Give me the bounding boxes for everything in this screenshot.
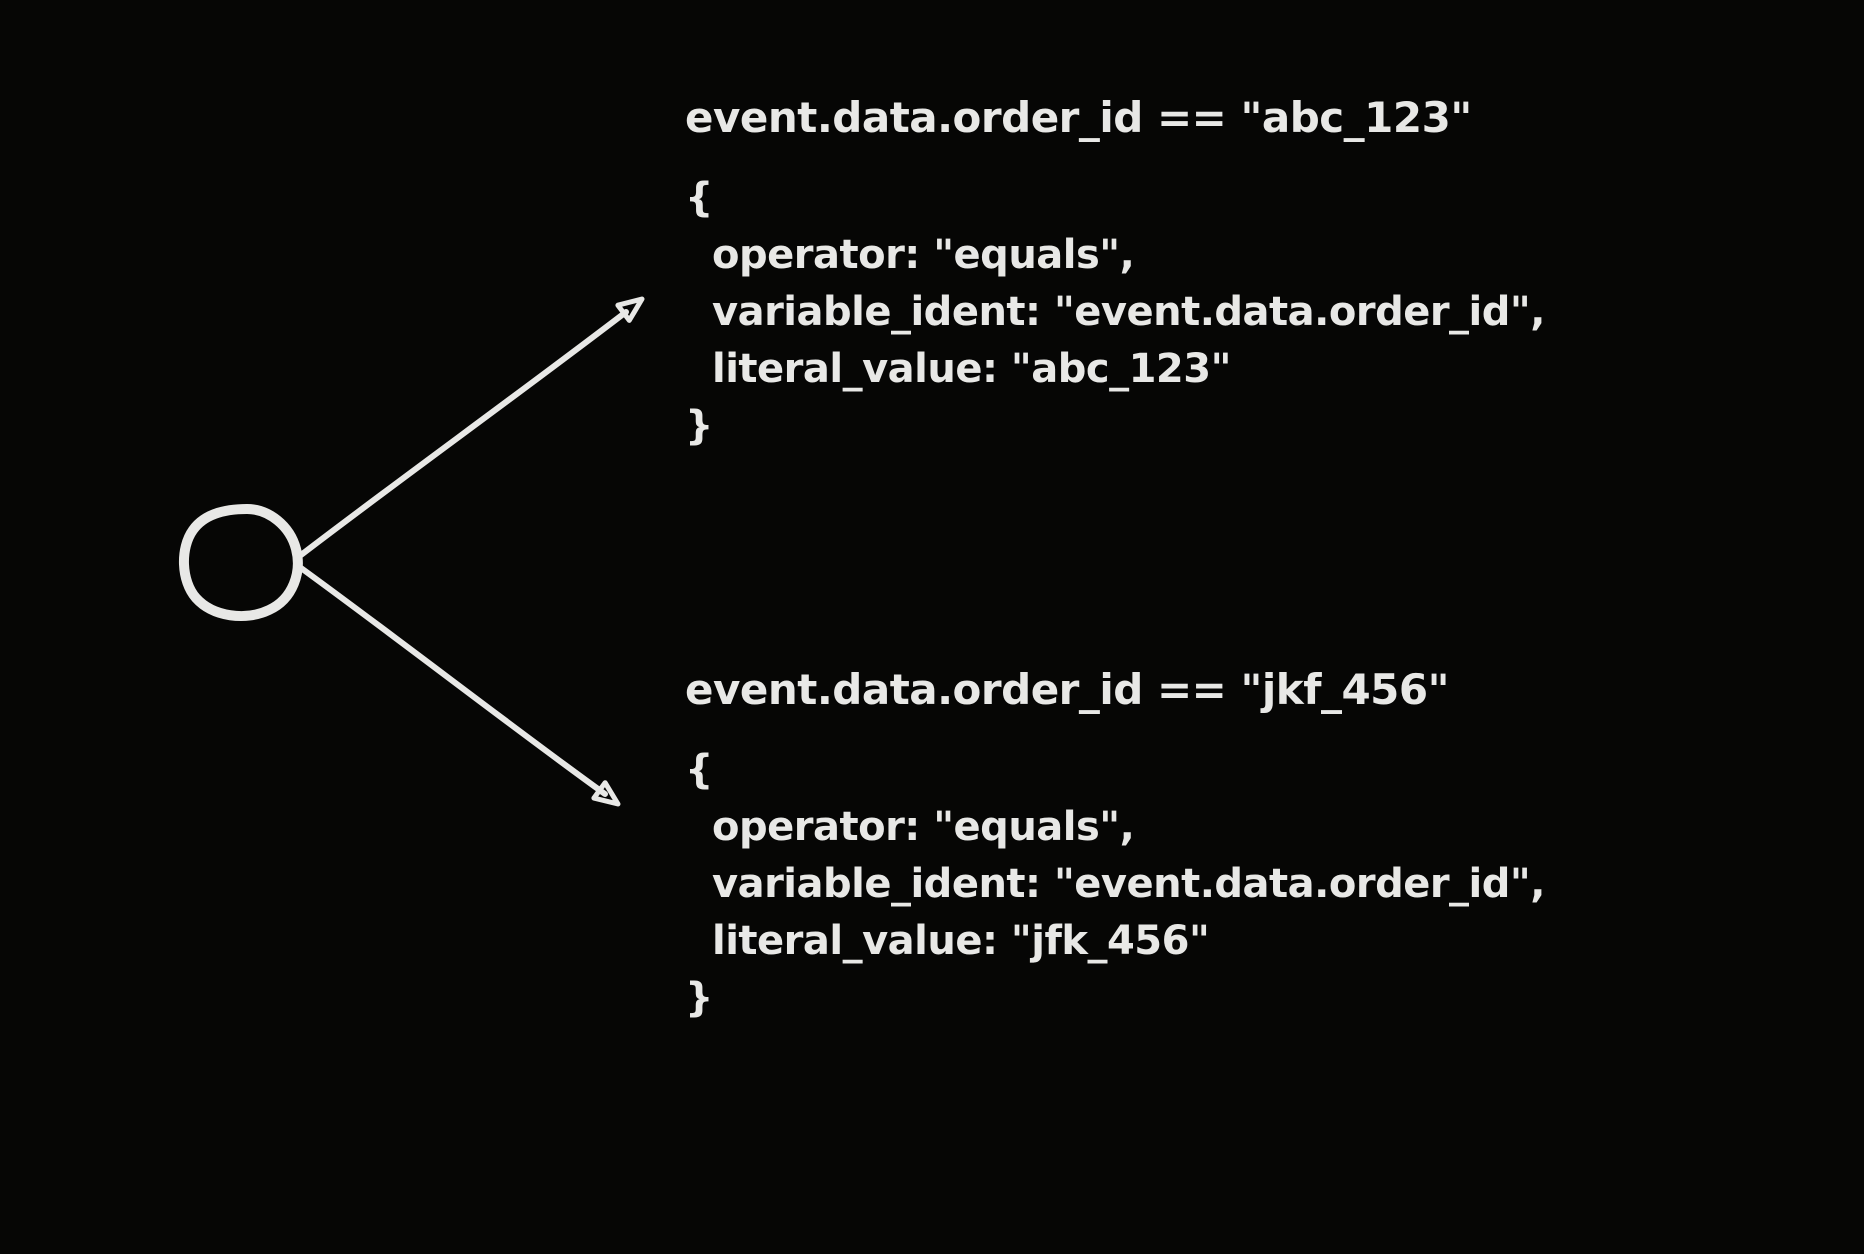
condition-1-json: { operator: "equals", variable_ident: "e… [685, 170, 1545, 455]
condition-block-1: event.data.order_id == "abc_123" { opera… [685, 88, 1545, 455]
code-line-variable-ident: variable_ident: "event.data.order_id", [712, 289, 1545, 335]
arrow-top-icon [298, 296, 645, 558]
code-line-literal-value: literal_value: "abc_123" [712, 346, 1231, 392]
circle-node-icon [178, 504, 303, 621]
code-line-open-brace: { [685, 747, 713, 793]
condition-1-expression: event.data.order_id == "abc_123" [685, 93, 1472, 142]
code-line-operator: operator: "equals", [712, 804, 1135, 850]
code-line-variable-ident: variable_ident: "event.data.order_id", [712, 861, 1545, 907]
condition-2-json: { operator: "equals", variable_ident: "e… [685, 742, 1545, 1027]
code-line-open-brace: { [685, 175, 713, 221]
code-line-operator: operator: "equals", [712, 232, 1135, 278]
code-line-close-brace: } [685, 975, 713, 1021]
condition-2-expression: event.data.order_id == "jkf_456" [685, 665, 1450, 714]
code-line-literal-value: literal_value: "jfk_456" [712, 918, 1210, 964]
arrow-bottom-icon [298, 565, 621, 807]
code-line-close-brace: } [685, 403, 713, 449]
condition-block-2: event.data.order_id == "jkf_456" { opera… [685, 660, 1545, 1027]
